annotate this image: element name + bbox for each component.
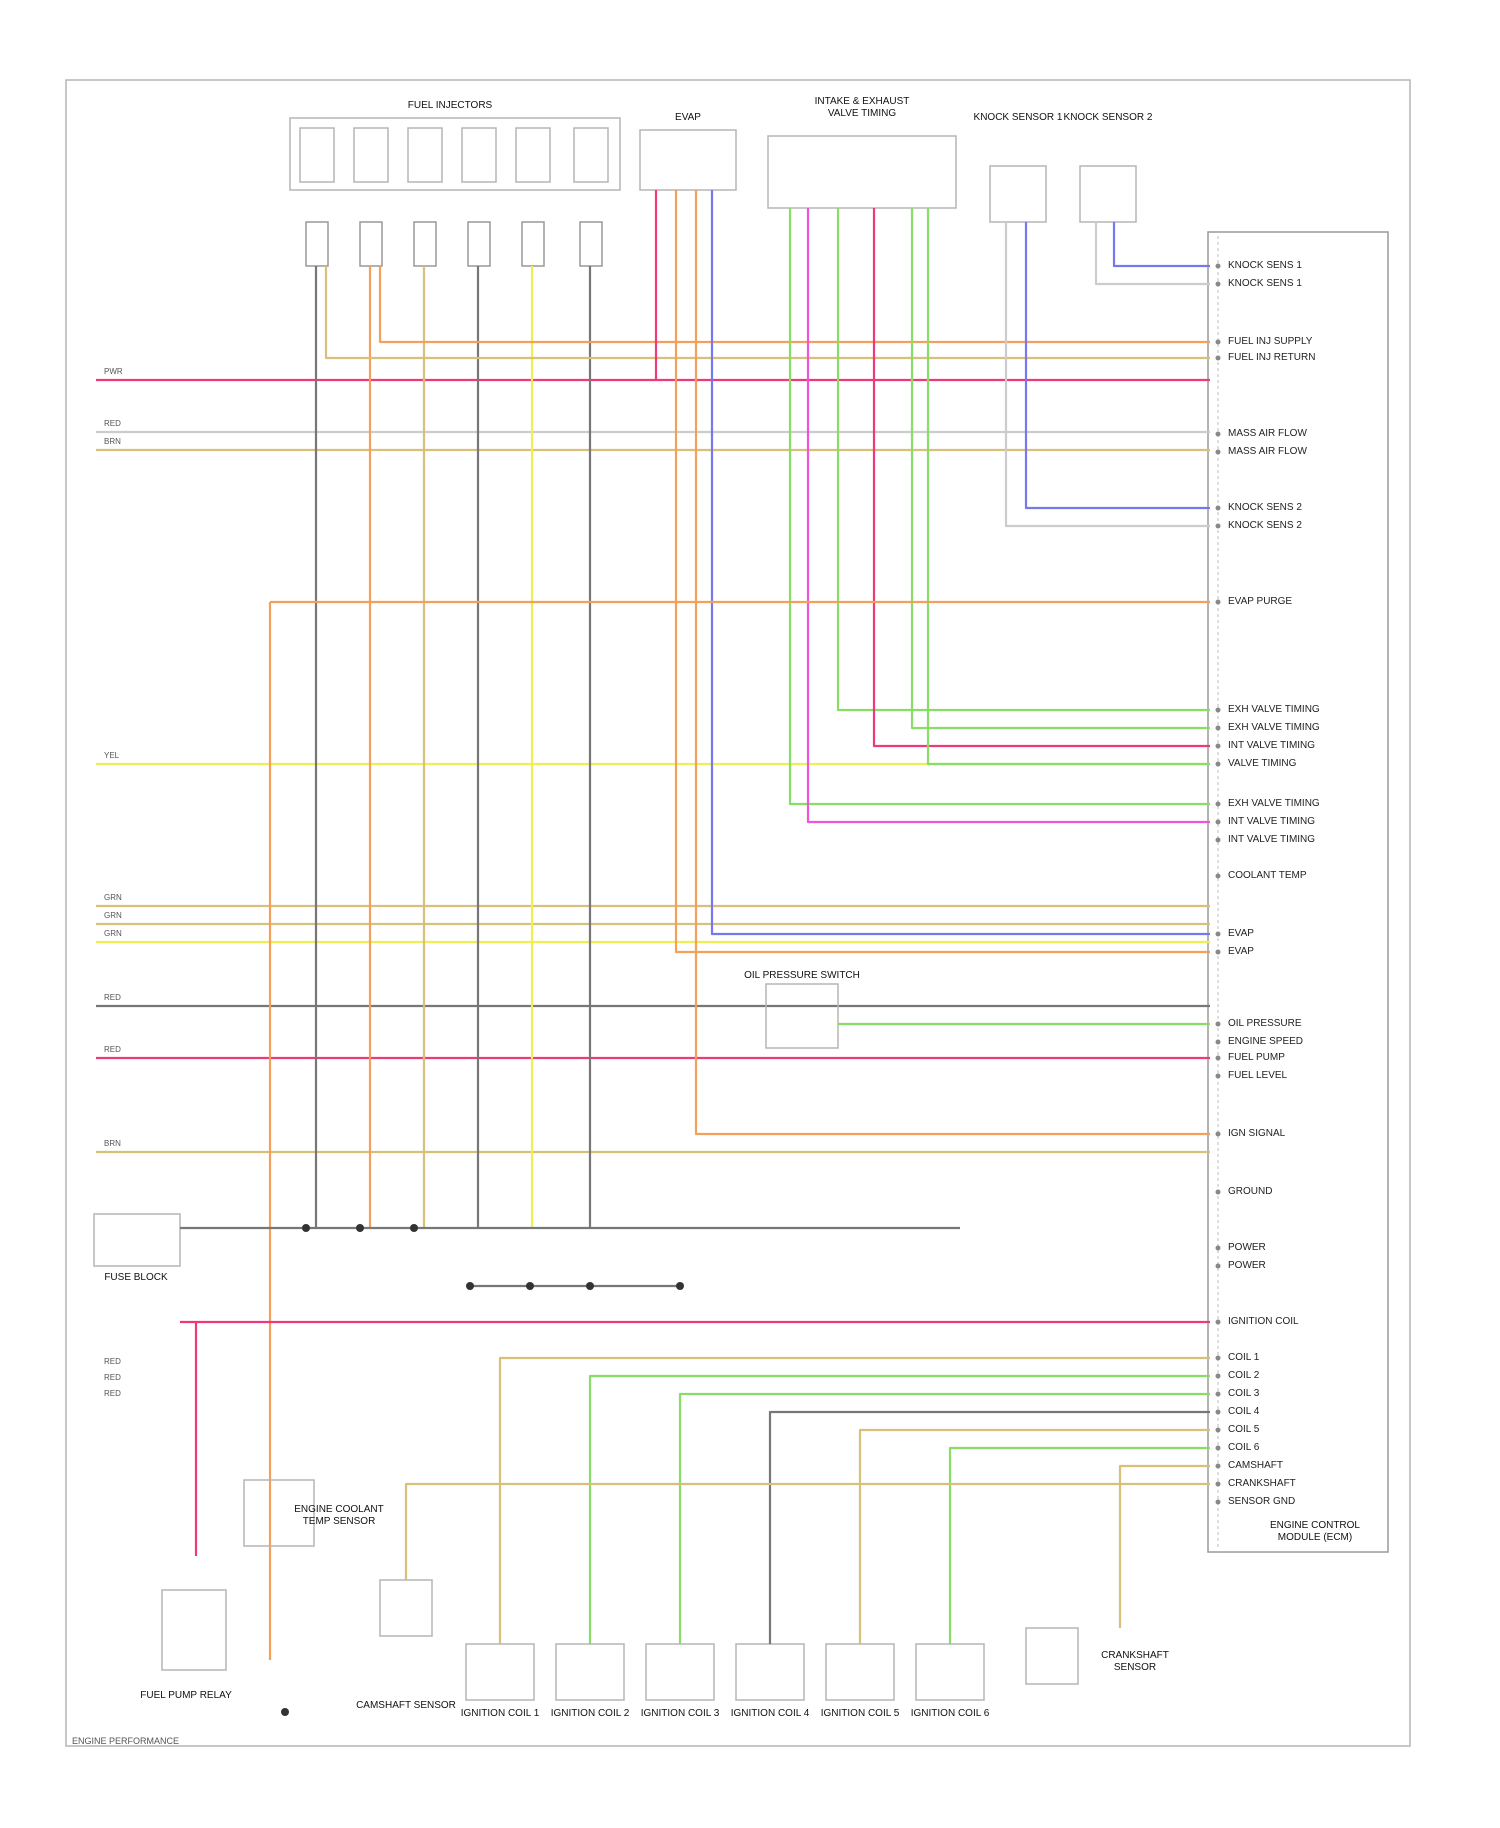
ignition-coil-box	[646, 1644, 714, 1700]
ecm-pin	[1216, 1190, 1221, 1195]
ecm-pin	[1216, 950, 1221, 955]
valve-timing-wire	[912, 208, 1210, 728]
knock-wire	[1006, 222, 1210, 526]
injector-connector	[580, 222, 602, 266]
injector-connector	[306, 222, 328, 266]
diagram-footer: ENGINE PERFORMANCE	[72, 1736, 179, 1746]
ignition-coil-box	[556, 1644, 624, 1700]
injector	[574, 128, 608, 182]
fuel-pump-relay-box	[162, 1590, 226, 1670]
injector	[354, 128, 388, 182]
evap-wire	[676, 190, 1210, 952]
ecm-pin	[1216, 1022, 1221, 1027]
ecm-pin	[1216, 1446, 1221, 1451]
ecm-pin	[1216, 1132, 1221, 1137]
ground-splice	[466, 1282, 474, 1290]
ignition-coil-box	[736, 1644, 804, 1700]
ecm-pin	[1216, 1056, 1221, 1061]
ground-splice	[676, 1282, 684, 1290]
injector	[516, 128, 550, 182]
ecm-pin	[1216, 1246, 1221, 1251]
ecm-pin	[1216, 744, 1221, 749]
ecm-pin	[1216, 820, 1221, 825]
injector-connector	[414, 222, 436, 266]
evap-valve-box	[640, 130, 736, 190]
fuse-block-box	[94, 1214, 180, 1266]
evap-wire	[696, 190, 1210, 1134]
coolant-temp-sensor-box	[244, 1480, 314, 1546]
injector-supply	[380, 266, 1210, 342]
ecm-pin	[1216, 1482, 1221, 1487]
camshaft-sensor-box	[380, 1580, 432, 1636]
ignition-coil-wire	[770, 1412, 1210, 1644]
knock-sensor-2-box	[1080, 166, 1136, 222]
ecm-pin	[1216, 356, 1221, 361]
fuel-injectors-box	[290, 118, 620, 190]
injector-connector	[468, 222, 490, 266]
injector	[300, 128, 334, 182]
ignition-coil-wire	[860, 1430, 1210, 1644]
valve-timing-wire	[874, 208, 1210, 746]
ecm-pin	[1216, 432, 1221, 437]
ground-splice	[302, 1224, 310, 1232]
ignition-coil-wire	[500, 1358, 1210, 1644]
ecm-pin	[1216, 1320, 1221, 1325]
injector	[462, 128, 496, 182]
ecm-pin	[1216, 1392, 1221, 1397]
injector-return	[326, 266, 1210, 358]
ecm-pin	[1216, 1428, 1221, 1433]
crankshaft-wire	[1120, 1466, 1210, 1628]
valve-timing-wire	[790, 208, 1210, 804]
ignition-coil-box	[916, 1644, 984, 1700]
ecm-pin	[1216, 340, 1221, 345]
ground-point	[281, 1708, 289, 1716]
ecm-pin	[1216, 932, 1221, 937]
valve-timing-wire	[808, 208, 1210, 822]
ground-splice	[526, 1282, 534, 1290]
ground-splice	[586, 1282, 594, 1290]
knock-sensor-1-box	[990, 166, 1046, 222]
ignition-coil-box	[466, 1644, 534, 1700]
ground-splice	[356, 1224, 364, 1232]
ecm-pin	[1216, 874, 1221, 879]
ecm-pin	[1216, 1264, 1221, 1269]
ecm-pin	[1216, 1410, 1221, 1415]
ecm-pin	[1216, 450, 1221, 455]
injector-connector	[360, 222, 382, 266]
injector	[408, 128, 442, 182]
ecm-pin	[1216, 802, 1221, 807]
crankshaft-sensor-box	[1026, 1628, 1078, 1684]
ignition-coil-box	[826, 1644, 894, 1700]
ecm-pin	[1216, 1074, 1221, 1079]
ecm-pin	[1216, 726, 1221, 731]
ecm-pin	[1216, 600, 1221, 605]
ecm-pin	[1216, 838, 1221, 843]
ecm-pin	[1216, 506, 1221, 511]
injector-connector	[522, 222, 544, 266]
ecm-pin	[1216, 282, 1221, 287]
ecm-pin	[1216, 1500, 1221, 1505]
ecm-box	[1208, 232, 1388, 1552]
ecm-pin	[1216, 1356, 1221, 1361]
ecm-pin	[1216, 1374, 1221, 1379]
ecm-pin	[1216, 264, 1221, 269]
ecm-pin	[1216, 1040, 1221, 1045]
ecm-pin	[1216, 762, 1221, 767]
valve-timing-box	[768, 136, 956, 208]
knock-wire	[1114, 222, 1210, 266]
ground-splice	[410, 1224, 418, 1232]
ignition-coil-wire	[590, 1376, 1210, 1644]
ecm-pin	[1216, 1464, 1221, 1469]
camshaft-wire	[406, 1484, 1210, 1580]
ignition-coil-wire	[950, 1448, 1210, 1644]
oil-pressure-switch-box	[766, 984, 838, 1048]
ecm-pin	[1216, 524, 1221, 529]
ignition-coil-wire	[680, 1394, 1210, 1644]
ecm-pin	[1216, 708, 1221, 713]
valve-timing-wire	[928, 208, 1210, 764]
